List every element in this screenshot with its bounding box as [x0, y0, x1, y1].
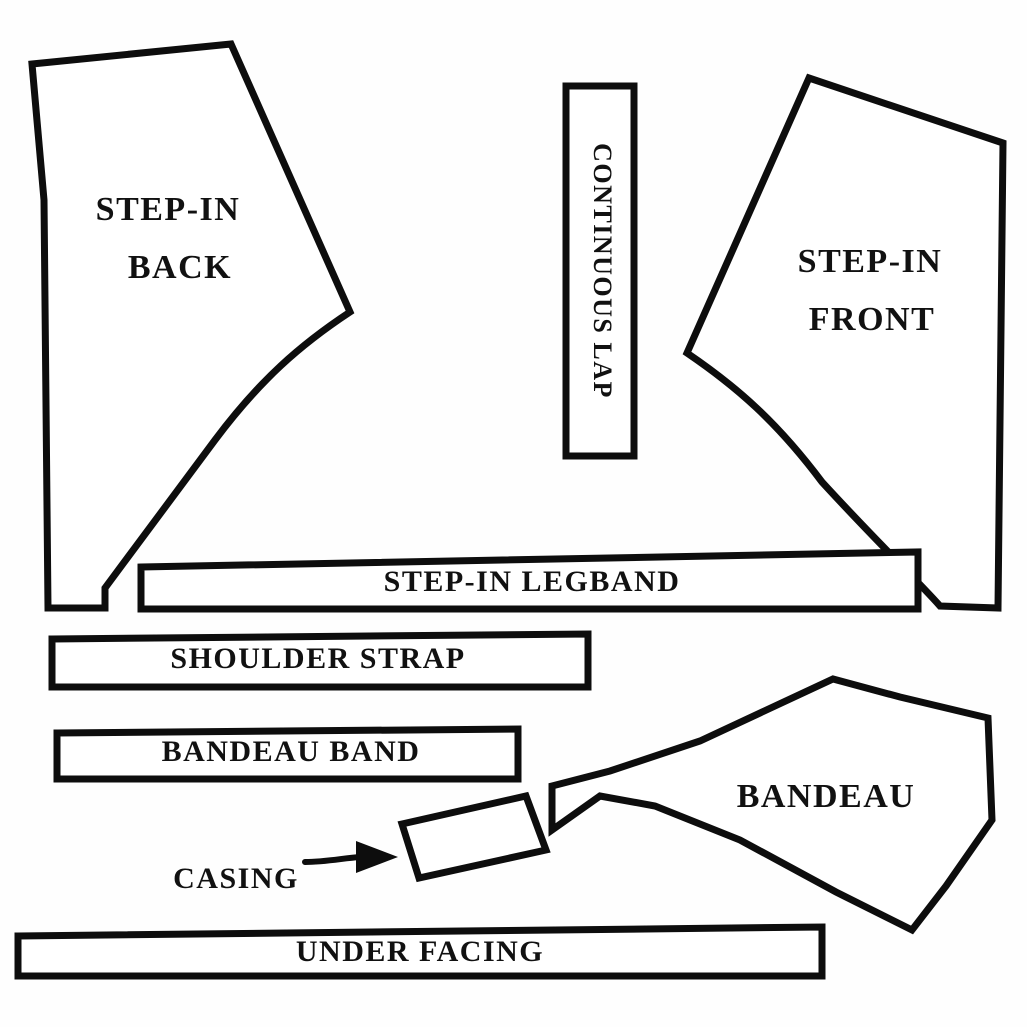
shoulder-strap-label: SHOULDER STRAP [170, 642, 465, 675]
piece-under-facing[interactable]: UNDER FACING [14, 923, 826, 980]
under-facing-label: UNDER FACING [296, 935, 544, 968]
continuous-lap-label: CONTINUOUS LAP [588, 143, 617, 399]
piece-casing[interactable]: CASING [173, 791, 551, 895]
piece-continuous-lap[interactable]: CONTINUOUS LAP [562, 82, 638, 460]
bandeau-band-outline[interactable] [53, 725, 522, 783]
bandeau-label: BANDEAU [737, 778, 916, 815]
shoulder-strap-outline[interactable] [48, 630, 592, 691]
piece-step-in-front[interactable]: STEP-IN FRONT [682, 73, 1007, 612]
step-in-back-outline[interactable] [28, 40, 355, 612]
bandeau-outline[interactable] [548, 675, 996, 935]
continuous-lap-outline[interactable] [562, 82, 638, 460]
piece-step-in-legband[interactable]: STEP-IN LEGBAND [137, 548, 922, 613]
casing-arrow-icon [356, 841, 398, 873]
step-in-legband-outline[interactable] [137, 548, 922, 613]
piece-step-in-back[interactable]: STEP-IN BACK [28, 40, 355, 612]
step-in-front-outline[interactable] [682, 73, 1007, 612]
step-in-back-label-line2: BACK [128, 249, 232, 286]
piece-bandeau[interactable]: BANDEAU [548, 675, 996, 935]
step-in-front-label-line1: STEP-IN [798, 243, 943, 280]
casing-label: CASING [173, 862, 299, 895]
under-facing-outline[interactable] [14, 923, 826, 980]
bandeau-band-label: BANDEAU BAND [162, 735, 421, 768]
step-in-front-label-line2: FRONT [809, 301, 936, 338]
casing-outline[interactable] [397, 791, 551, 883]
piece-shoulder-strap[interactable]: SHOULDER STRAP [48, 630, 592, 691]
piece-bandeau-band[interactable]: BANDEAU BAND [53, 725, 522, 783]
step-in-back-label-line1: STEP-IN [96, 191, 241, 228]
step-in-legband-label: STEP-IN LEGBAND [384, 565, 681, 598]
